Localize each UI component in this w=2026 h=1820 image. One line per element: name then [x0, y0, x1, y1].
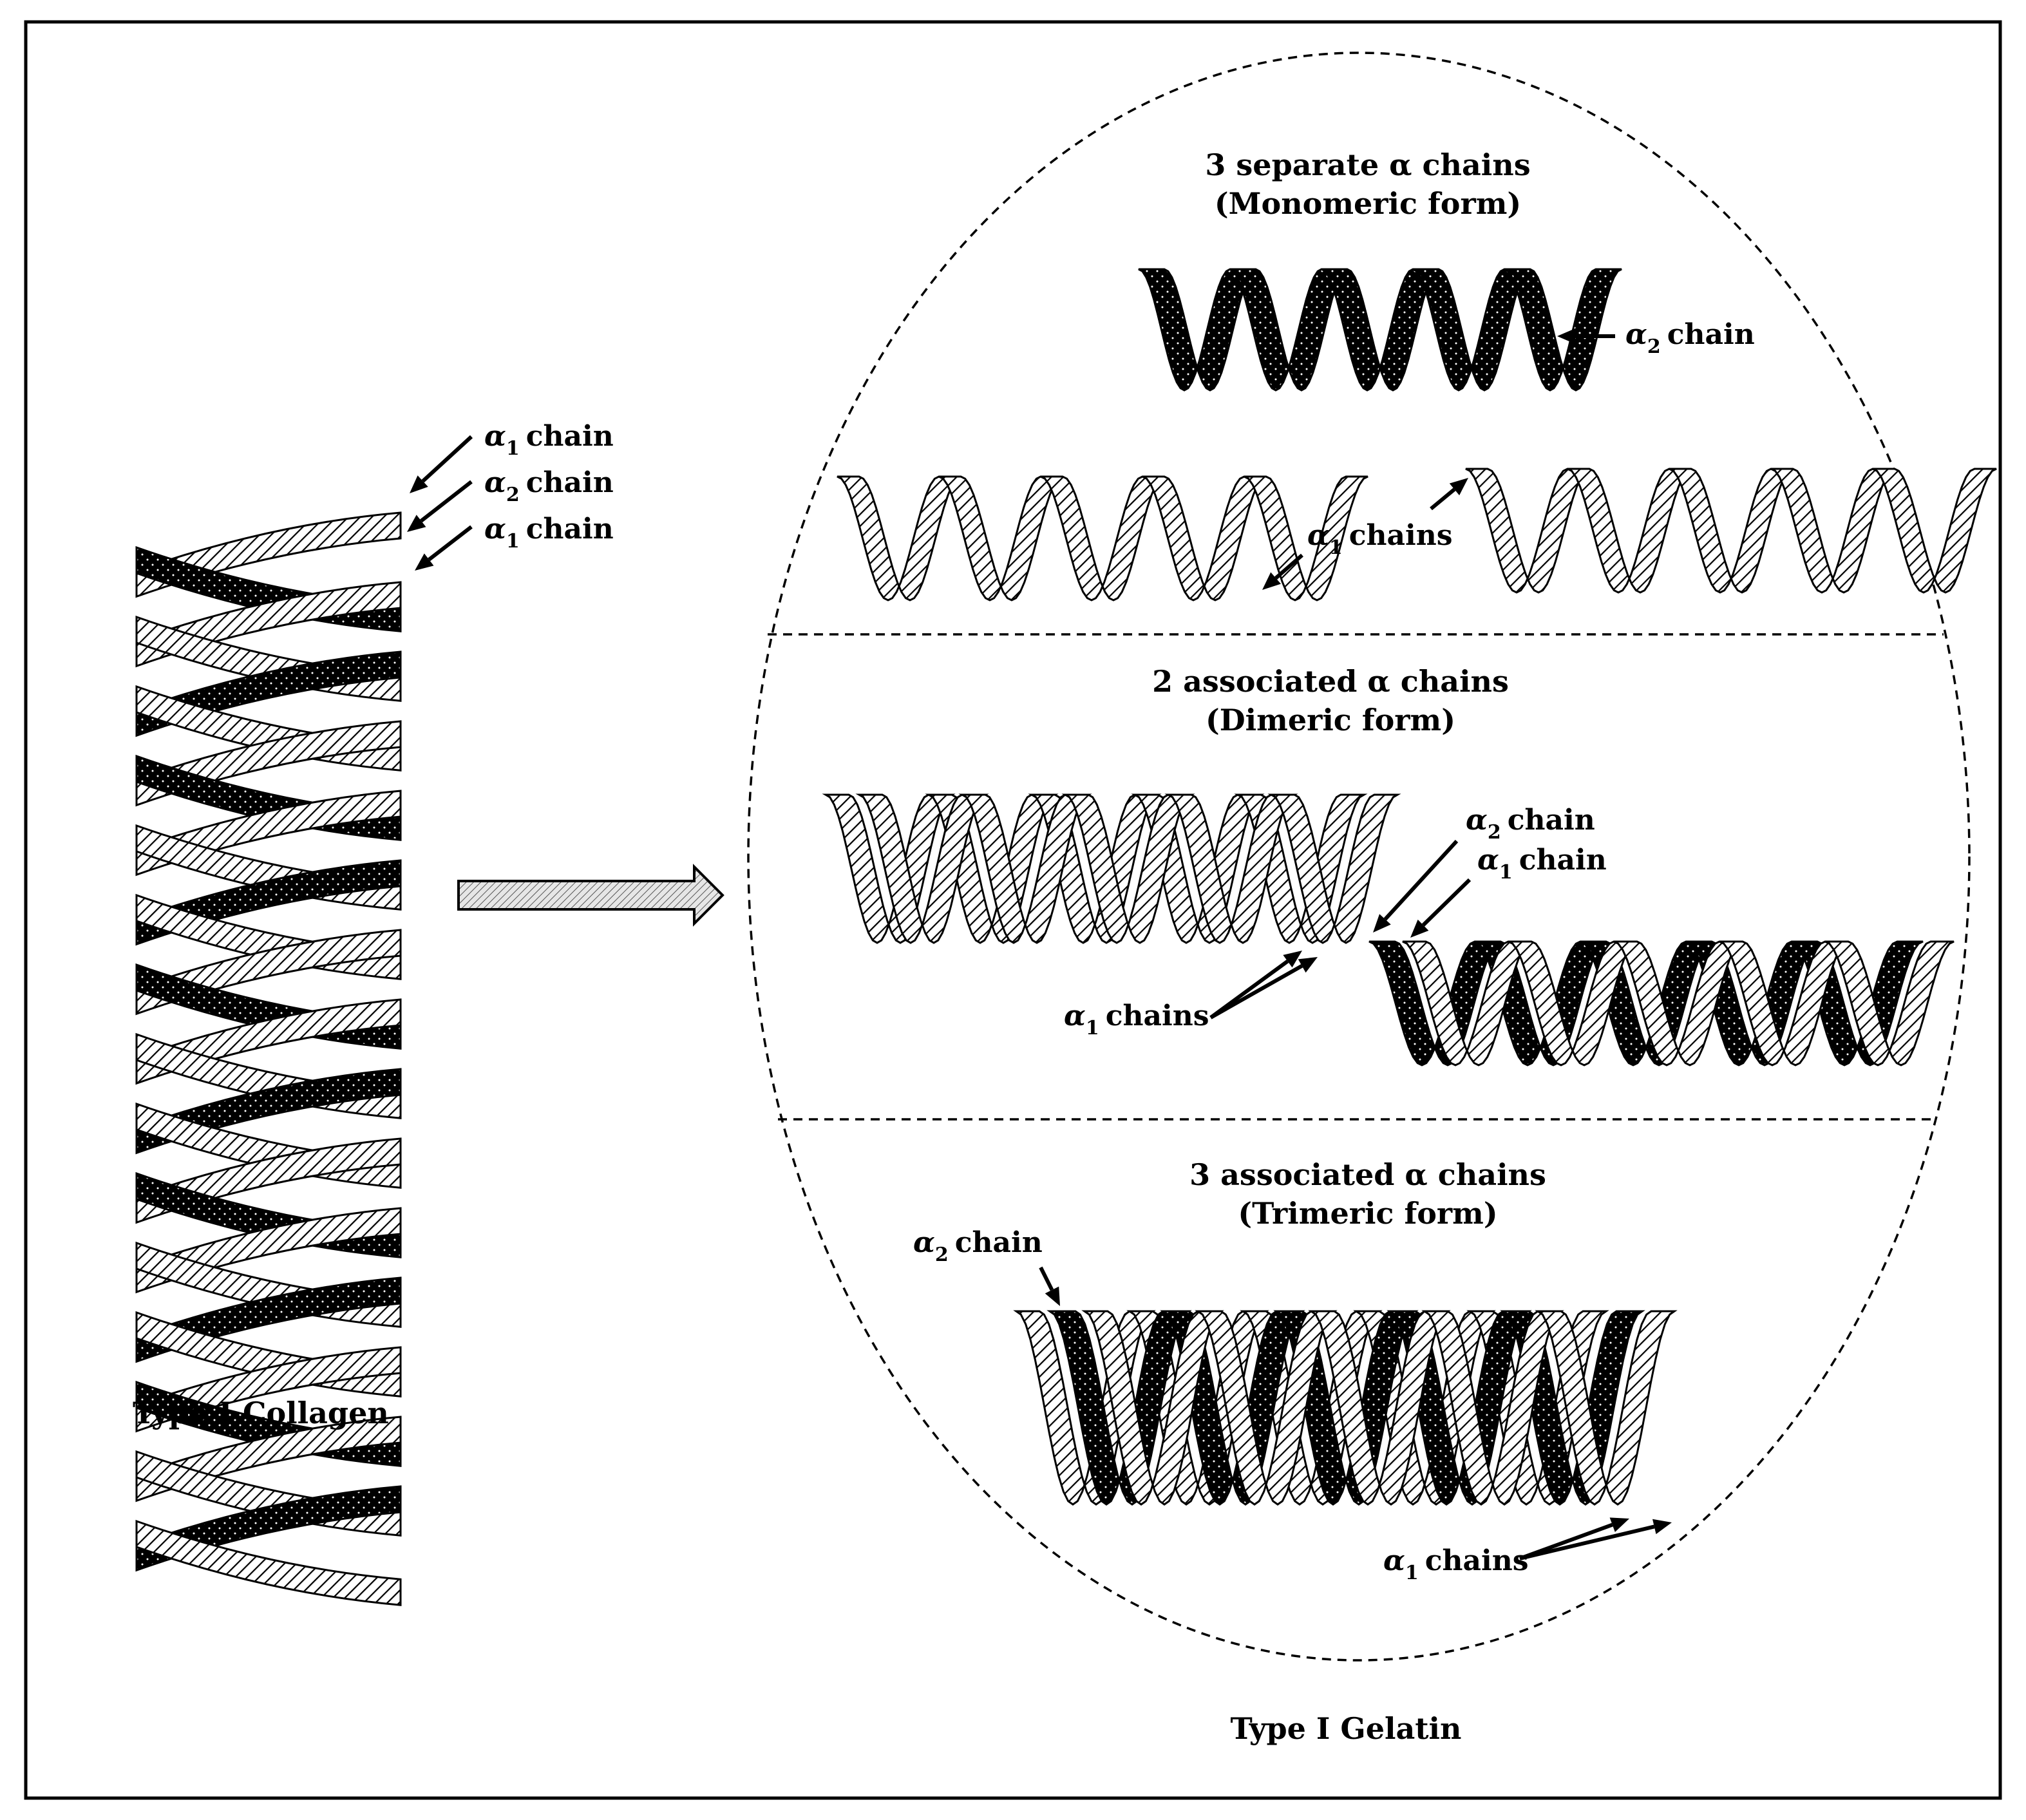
monomeric-alpha2-segment: [1229, 268, 1348, 392]
monomeric-alpha1-right-segment: [1465, 468, 1590, 594]
dimeric-alpha1-pair: [822, 793, 1401, 944]
trimeric-triple-helix: [1013, 1310, 1678, 1506]
monomeric-alpha1-right-segment: [1669, 468, 1794, 594]
monomeric-alpha1-left-segment: [1142, 475, 1267, 602]
monomeric-alpha1-arrow-right: [1430, 488, 1456, 511]
monomeric-alpha1-left-segment: [837, 475, 961, 602]
monomeric-alpha1-right-segment: [1567, 468, 1692, 594]
gelatin-caption: Type I Gelatin: [1231, 1711, 1462, 1746]
dimeric-alpha1-chains-arrow-a-head: [1283, 951, 1302, 968]
dimeric-alpha2-arrow-head: [1373, 914, 1391, 933]
gelatin-ellipse: [747, 52, 1971, 1662]
monomeric-alpha2-segment: [1321, 268, 1439, 392]
monomeric-alpha1-chain-left: [837, 475, 1368, 602]
monomeric-alpha1-arrow-right-head: [1449, 478, 1468, 496]
dimeric-alpha1-segment: [1824, 940, 1955, 1066]
collagen-alpha1-bottom-arrow: [428, 525, 473, 562]
trimeric-subtitle: (Trimeric form): [1238, 1196, 1497, 1231]
trimeric-alpha2-arrow-head: [1045, 1286, 1060, 1306]
monomeric-alpha2-arrow-head: [1557, 328, 1575, 344]
monomeric-alpha2-segment: [1412, 268, 1531, 392]
monomeric-alpha2-segment: [1138, 268, 1256, 392]
collagen-label-arrows: [407, 435, 473, 571]
monomeric-alpha2-chain: [1138, 268, 1622, 392]
collagen-alpha1-top-arrow-head: [410, 475, 428, 493]
monomeric-alpha1-left-segment: [1040, 475, 1165, 602]
monomeric-alpha1-left-segment: [938, 475, 1063, 602]
dimeric-alpha1-arrow-head: [1410, 919, 1429, 938]
trimeric-alpha1-chains-arrow-b-head: [1652, 1519, 1672, 1535]
collagen-alpha2-arrow: [420, 480, 473, 523]
trimeric-alpha1-chains-arrow-b: [1519, 1524, 1655, 1560]
monomeric-alpha1-right-segment: [1770, 468, 1895, 594]
monomeric-alpha1-right-segment: [1872, 468, 1997, 594]
dimeric-subtitle: (Dimeric form): [1206, 703, 1455, 737]
collagen-alpha1-top-arrow: [421, 435, 473, 483]
trimeric-title: 3 associated α chains: [1189, 1157, 1546, 1192]
collagen-alpha2-arrow-head: [407, 515, 426, 532]
monomeric-alpha1-arrow-left: [1274, 553, 1303, 580]
dimeric-alpha1-chains-arrow-b: [1209, 964, 1303, 1019]
trimeric-alpha2-arrow: [1039, 1266, 1054, 1291]
trimeric-alpha1-chains-arrow-a-head: [1609, 1517, 1629, 1532]
gelatin-label-arrows: [1039, 328, 1672, 1560]
transition-arrow: [457, 864, 724, 927]
monomeric-title: 3 separate α chains: [1205, 147, 1530, 182]
collagen-helix-band: [135, 1519, 402, 1606]
collagen-alpha1-bottom-arrow-head: [415, 553, 434, 571]
trimeric-alpha1-b-segment: [1535, 1310, 1678, 1506]
dimeric-alpha1-arrow: [1421, 878, 1472, 927]
monomeric-alpha1-chain-right: [1465, 468, 1997, 594]
collagen-triple-helix: [135, 511, 402, 1606]
figure-frame: [24, 20, 2002, 1800]
dimeric-alpha1-chains-arrow-b-head: [1298, 957, 1318, 973]
monomeric-alpha2-segment: [1504, 268, 1622, 392]
monomeric-subtitle: (Monomeric form): [1215, 186, 1521, 221]
collagen-caption: Type I Collagen: [133, 1396, 389, 1430]
dimeric-title: 2 associated α chains: [1152, 664, 1509, 699]
monomeric-alpha1-arrow-left-head: [1262, 572, 1281, 590]
dimeric-alpha2-arrow: [1383, 839, 1459, 921]
dimeric-alpha1-b-segment: [1267, 793, 1401, 944]
dimeric-alpha1-alpha2-pair: [1368, 940, 1955, 1066]
